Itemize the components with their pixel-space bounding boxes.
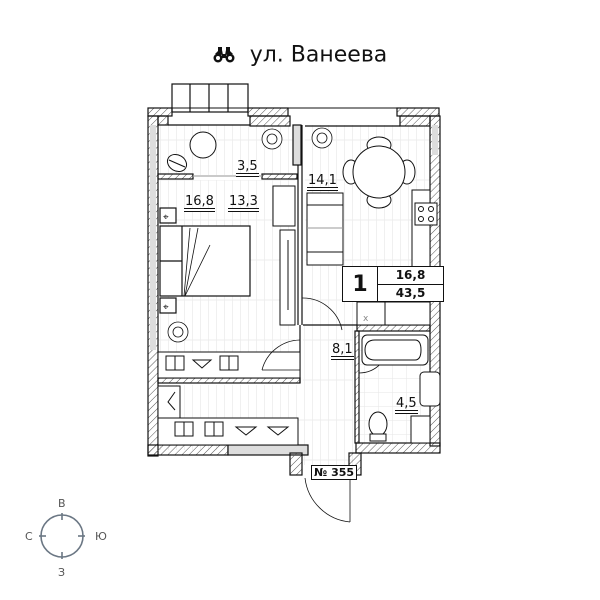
living-area: 16,8 bbox=[378, 267, 443, 285]
apartment-number: № 355 bbox=[311, 465, 358, 480]
svg-text:⌖: ⌖ bbox=[163, 302, 169, 313]
room-area-living: 16,8 bbox=[184, 194, 215, 209]
room-area-hallway: 8,1 bbox=[331, 342, 354, 357]
bedroom-closet bbox=[157, 351, 301, 379]
compass-west-label: С bbox=[25, 530, 33, 543]
svg-text:x: x bbox=[363, 314, 369, 324]
binoculars-icon bbox=[213, 47, 235, 63]
balcony-window bbox=[171, 83, 249, 113]
bath-fixtures bbox=[361, 334, 441, 444]
total-area: 43,5 bbox=[395, 285, 426, 300]
room-area-kitchen: 14,1 bbox=[307, 173, 338, 188]
street-header: ул. Ванеева bbox=[0, 42, 600, 68]
room-area-bathroom: 4,5 bbox=[395, 396, 418, 411]
compass-north-label: В bbox=[58, 497, 66, 510]
street-label: ул. Ванеева bbox=[249, 42, 388, 68]
room-area-bedroom: 13,3 bbox=[228, 194, 259, 209]
compass-icon bbox=[39, 513, 85, 559]
wardrobe bbox=[272, 185, 296, 326]
plant-icon bbox=[167, 127, 333, 343]
apartment-summary-badge: 1 16,8 43,5 bbox=[342, 266, 444, 302]
rooms-count: 1 bbox=[343, 267, 378, 301]
compass-south-label: З bbox=[58, 566, 66, 579]
bed: ⌖ ⌖ bbox=[159, 207, 251, 314]
compass-east-label: Ю bbox=[95, 530, 107, 543]
kitchen-sofa bbox=[306, 192, 344, 266]
room-area-balcony: 3,5 bbox=[236, 159, 259, 174]
hall-closet bbox=[157, 385, 299, 446]
dining-table bbox=[342, 136, 416, 209]
svg-text:⌖: ⌖ bbox=[163, 212, 169, 223]
balcony-furniture bbox=[166, 131, 217, 173]
